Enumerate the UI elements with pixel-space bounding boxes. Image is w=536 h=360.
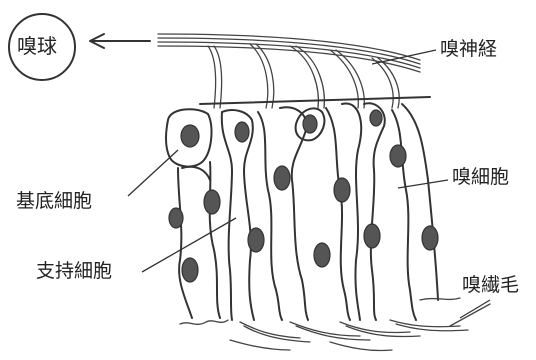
supporting-cell-label: 支持細胞: [36, 262, 112, 281]
leader-olfactory-cilia: [460, 300, 490, 318]
olfactory-cilia: [180, 298, 490, 351]
basal-lamina-line: [200, 97, 430, 104]
olfactory-bulb-label: 嗅球: [17, 36, 57, 56]
signal-arrow: [90, 34, 150, 48]
leader-olfactory-nerve: [372, 50, 436, 64]
olfactory-cilia-label: 嗅繊毛: [462, 276, 519, 295]
basal-cell-label: 基底細胞: [16, 192, 92, 211]
nerve-fiber-bundle: [158, 34, 420, 108]
olfactory-nerve-label: 嗅神経: [440, 40, 497, 59]
olfactory-receptor-cell-label: 嗅細胞: [452, 168, 509, 187]
basal-cell-nucleus: [181, 125, 199, 147]
cell-layer: [166, 103, 438, 320]
leader-basal-cell: [128, 150, 178, 196]
